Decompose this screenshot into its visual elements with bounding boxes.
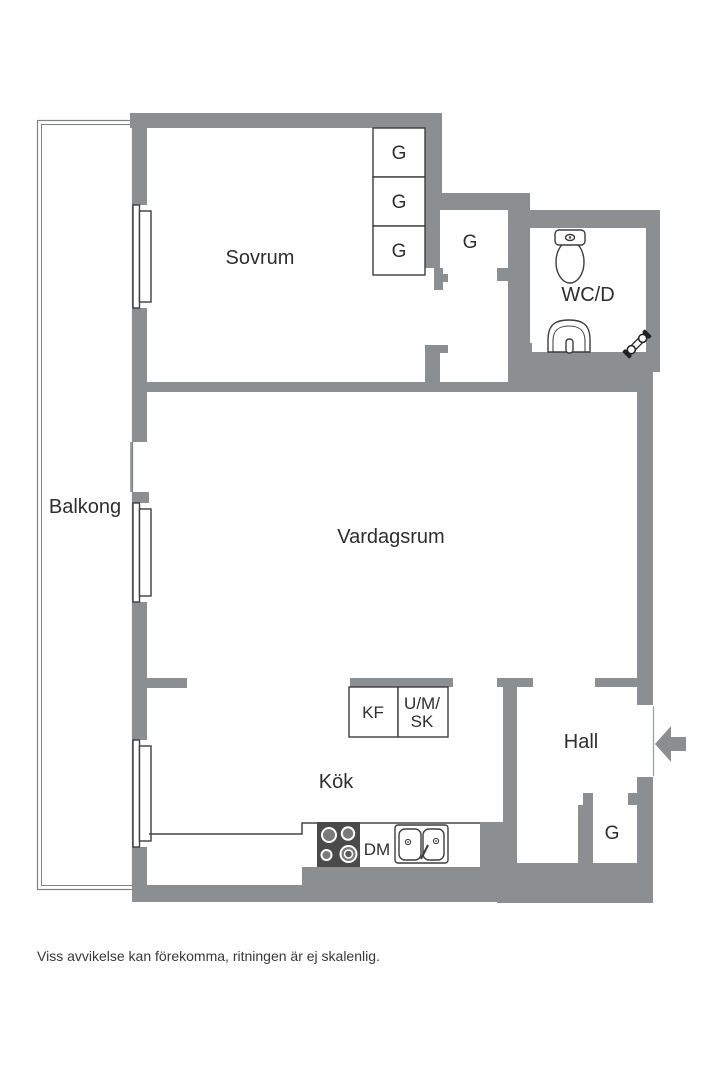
label-sovrum: Sovrum [226,247,295,269]
washbasin-icon [547,319,591,354]
vardagsrum-window [132,502,152,603]
wall-left-upper [132,113,147,205]
wall-over-appliances [350,678,453,687]
wall-left-mid [132,308,147,442]
wall-wcd-top [510,210,660,228]
wall-hall-left [503,687,517,863]
kitchen-sink-icon [394,824,449,864]
label-fridge: KF [362,703,384,722]
walls [130,113,660,903]
wall-left-lower [132,602,147,740]
label-dishwasher: DM [364,840,390,859]
label-closet-hall: G [605,823,620,844]
wall-wcd-right [646,212,660,372]
label-laundry-line2: SK [411,712,434,731]
label-closet-3: G [392,241,407,262]
sovrum-door-jamb-top [440,274,448,282]
wall-top [130,113,442,128]
label-kok: Kök [319,771,354,793]
fridge-box [348,686,399,738]
wall-hall-closet-left [578,805,593,863]
bathroom-fixtures [547,229,652,359]
kok-window [132,739,152,848]
toilet-icon [554,229,586,284]
counter-edge [149,822,480,835]
label-closet-2: G [392,192,407,213]
sovrum-window [132,204,152,309]
shower-mixer-icon [622,329,652,359]
wall-closetroom-top [425,193,530,210]
wall-sovrum-bottom [132,382,512,392]
wall-closetroom-right [508,210,530,352]
wall-hall-left-cap [497,678,533,687]
closet-boxes [348,127,449,738]
label-hall: Hall [564,731,598,753]
disclaimer-text: Viss avvikelse kan förekomma, ritningen … [37,948,380,964]
label-balkong: Balkong [49,496,121,518]
hall-closet-jamb-right [628,793,637,805]
closetroom-door-jamb-left [434,268,443,290]
wall-sovrum-right-lower [425,345,440,392]
laundry-box [397,686,449,738]
sink-tap [420,844,429,860]
wall-wcd-bottom [508,352,653,392]
wall-left-stub [132,492,149,503]
wall-hall-top-stub [595,678,638,687]
label-wcd: WC/D [561,284,614,306]
label-laundry-line1: U/M/ [404,694,440,713]
wall-closetroom-left [425,210,440,268]
kitchen-fixtures [149,822,480,867]
wall-bottom-left [132,885,302,902]
label-closet-1: G [392,143,407,164]
wall-bottom-mid [302,867,503,902]
wall-hall-bottom [503,863,653,878]
windows [132,204,152,848]
room-labels: Sovrum Balkong Vardagsrum Kök Hall WC/D … [49,143,620,859]
label-closet-room: G [463,232,478,253]
sovrum-door-jamb-bottom [440,345,448,353]
label-vardagsrum: Vardagsrum [337,526,444,548]
wall-right-lower [637,777,653,878]
closetroom-door-jamb-right [497,268,508,281]
wall-bottom-right [497,877,653,903]
hall-closet-jamb-left [583,793,593,805]
wall-kitchen-stub-left [147,678,187,688]
sovrum-closet-3 [372,225,426,276]
wall-sovrum-right-upper [425,128,442,193]
stove-icon [317,822,360,867]
wall-right-mid [637,392,653,705]
entrance-arrow-icon [655,726,686,762]
sovrum-closet-1 [372,127,426,178]
